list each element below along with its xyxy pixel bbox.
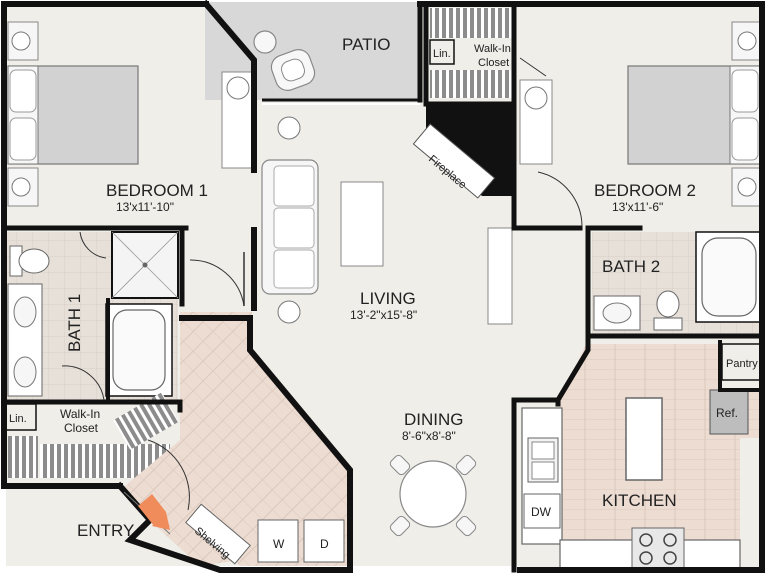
linen-top-label: Lin.: [433, 48, 451, 60]
bath2-label: BATH 2: [602, 257, 660, 276]
entry-arrow-icon: [123, 491, 171, 535]
refrigerator: [709, 389, 749, 435]
fireplace: Fireplace: [412, 104, 514, 199]
walkin-closet-top: Walk-In Closet Lin.: [428, 6, 514, 100]
patio-sliding-door: [262, 98, 420, 105]
patio-stool-icon: [253, 30, 277, 54]
walkin-closet-bottom-line1: Walk-In: [60, 407, 100, 421]
bedroom1-dims: 13'x11'-10": [116, 200, 174, 214]
dryer-label: D: [320, 537, 329, 551]
patio-area: PATIO: [205, 2, 420, 100]
entry-label: ENTRY: [77, 521, 134, 540]
kitchen-area: DW Ref. Pantry KITCHEN: [521, 343, 763, 571]
bath1-label: BATH 1: [65, 294, 84, 352]
dining-furniture: DINING 8'-6"x8'-8": [389, 410, 477, 537]
bedroom1-nightstand-top: [7, 21, 39, 61]
dining-table: [389, 454, 477, 537]
kitchen-island: [625, 397, 663, 481]
bath1-bathtub-icon: [105, 303, 173, 397]
patio-chair-icon: [270, 49, 316, 91]
bedroom2-dresser: [519, 79, 553, 165]
bedroom2-label: BEDROOM 2: [594, 181, 696, 200]
bedroom2-nightstand-top: [731, 21, 763, 61]
bedroom1-bed: [7, 65, 139, 165]
dryer: [303, 519, 345, 563]
bath2-sink-icon: [593, 295, 641, 331]
kitchen-label: KITCHEN: [602, 491, 677, 510]
bedroom2-bed: [627, 65, 761, 165]
bath2-toilet-icon: [653, 290, 683, 331]
linen-bottom-label: Lin.: [9, 413, 27, 425]
bath1-toilet-icon: [9, 245, 50, 277]
washer-label: W: [273, 537, 285, 551]
bedroom1-nightstand-bottom: [7, 167, 39, 207]
dishwasher-label: DW: [531, 505, 552, 519]
living-label: LIVING: [360, 289, 416, 308]
range-icon: [631, 527, 685, 571]
walkin-closet-top-line1: Walk-In: [474, 43, 511, 55]
bedroom2-furniture: BEDROOM 2 13'x11'-6": [519, 21, 763, 214]
dining-label: DINING: [404, 410, 464, 429]
bedroom2-nightstand-bottom: [731, 167, 763, 207]
patio-label: PATIO: [342, 35, 391, 54]
tv-console: [487, 227, 513, 325]
bedroom2-dims: 13'x11'-6": [612, 200, 663, 214]
living-dims: 13'-2"x15'-8": [350, 308, 417, 322]
bath2-bathtub-icon: [695, 231, 763, 323]
plant-icon: [277, 116, 301, 324]
bath1-area: BATH 1: [6, 231, 179, 400]
coffee-table: [340, 181, 384, 267]
washer: [257, 519, 299, 563]
kitchen-sink-icon: [527, 437, 559, 483]
living-furniture: LIVING 13'-2"x15'-8": [261, 116, 513, 325]
pantry-label: Pantry: [726, 358, 758, 370]
walkin-closet-bottom: Walk-In Closet Lin.: [5, 392, 179, 482]
bedroom1-dresser: [221, 71, 255, 169]
bedroom1-label: BEDROOM 1: [106, 181, 208, 200]
walkin-closet-top-line2: Closet: [478, 57, 509, 69]
dining-dims: 8'-6"x8'-8": [402, 429, 456, 443]
bath1-sink-icon: [7, 283, 43, 397]
walkin-closet-bottom-line2: Closet: [64, 421, 99, 435]
living-sofa: [261, 159, 319, 295]
bath2-area: BATH 2: [592, 231, 763, 336]
door-swing-icon: [61, 57, 583, 511]
refrigerator-label: Ref.: [716, 406, 738, 420]
dishwasher: [523, 493, 561, 529]
bedroom1-furniture: BEDROOM 1 13'x11'-10": [7, 21, 255, 214]
